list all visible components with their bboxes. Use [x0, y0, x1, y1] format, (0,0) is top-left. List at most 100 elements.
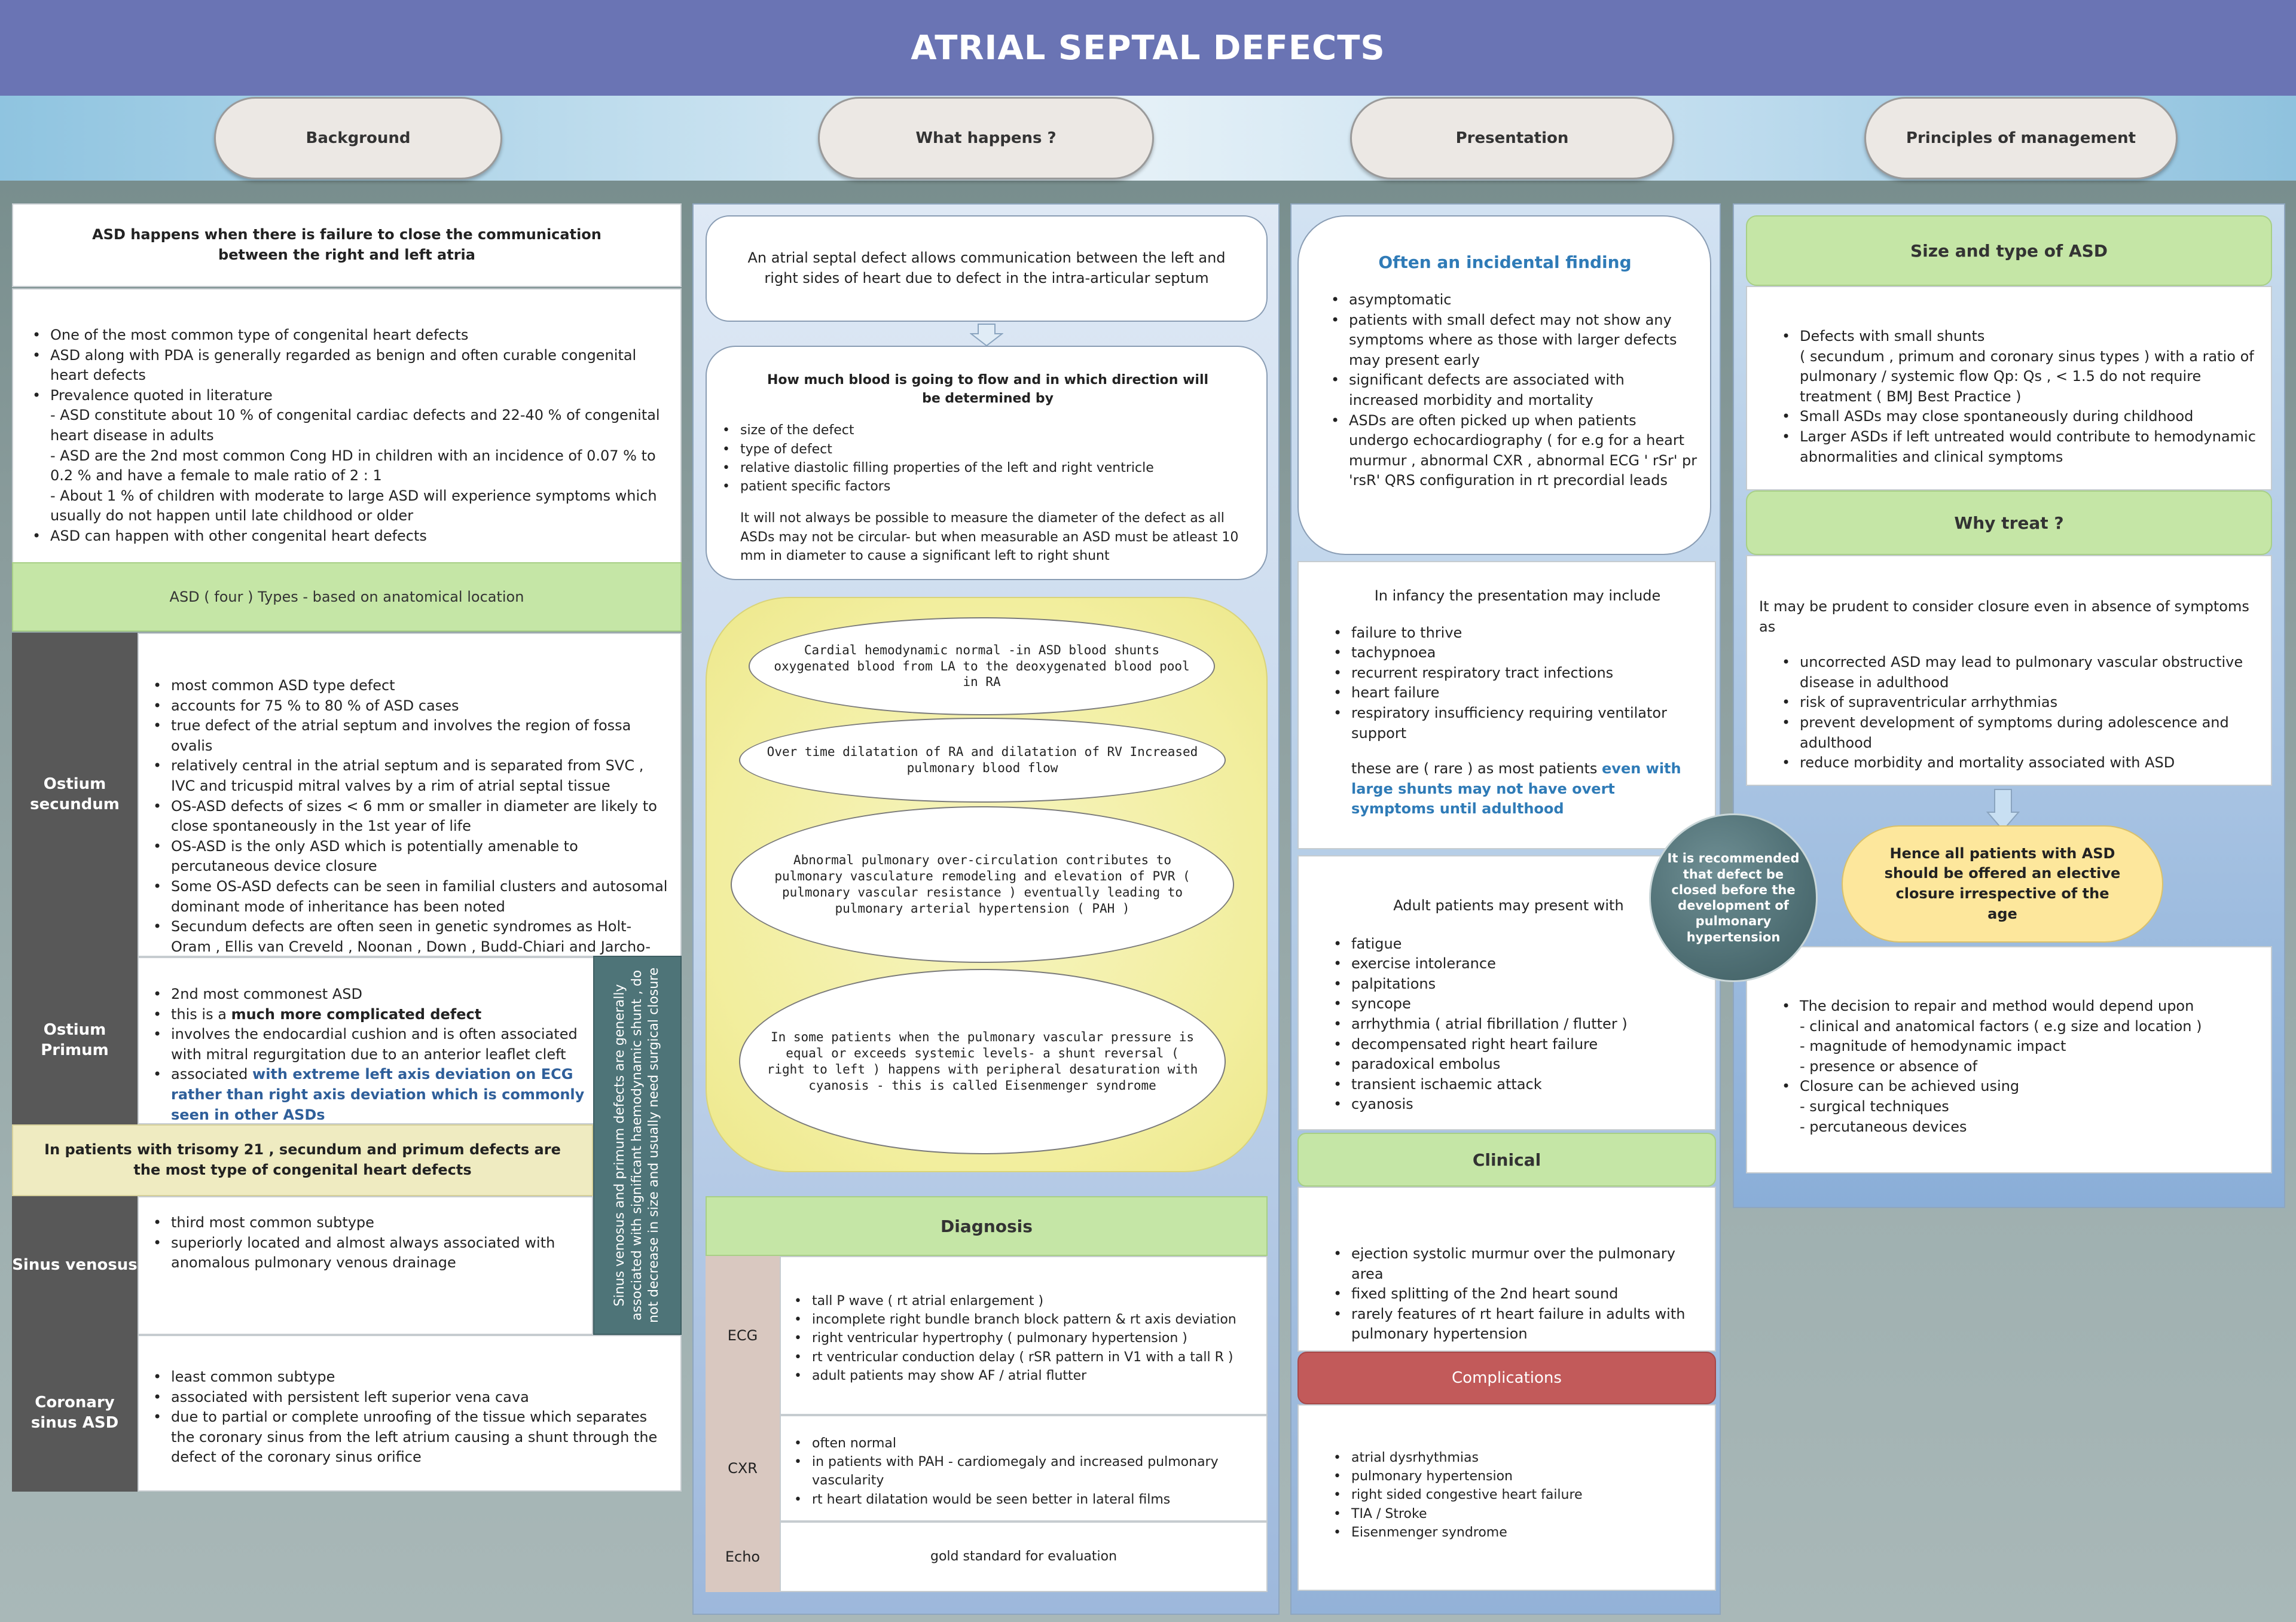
recommendation-circle: It is recommended that defect be closed … — [1649, 813, 1818, 982]
process-step-1: Cardial hemodynamic normal -in ASD blood… — [749, 617, 1215, 715]
why-list: uncorrected ASD may lead to pulmonary va… — [1759, 653, 2259, 773]
echo-content: gold standard for evaluation — [780, 1522, 1268, 1592]
arrow-down-icon — [970, 324, 1003, 347]
adult-title: Adult patients may present with — [1393, 897, 1624, 914]
ecg-list: tall P wave ( rt atrial enlargement ) in… — [793, 1292, 1260, 1385]
list-item: superiorly located and almost always ass… — [152, 1233, 586, 1273]
adult-box: Adult patients may present with fatigue … — [1297, 855, 1716, 1130]
list-item: pulmonary hypertension — [1332, 1467, 1703, 1486]
header-background[interactable]: Background — [214, 97, 502, 179]
header-presentation[interactable]: Presentation — [1350, 97, 1674, 179]
primum-content: 2nd most commonest ASD this is a much mo… — [138, 957, 598, 1124]
list-item: ASD along with PDA is generally regarded… — [31, 346, 662, 386]
background-points: One of the most common type of congenita… — [12, 288, 682, 563]
process-step-4: In some patients when the pulmonary vasc… — [739, 969, 1226, 1154]
list-item: patients with small defect may not show … — [1330, 310, 1698, 371]
clinical-list: ejection systolic murmur over the pulmon… — [1332, 1244, 1703, 1344]
list-item: palpitations — [1332, 974, 1703, 995]
secundum-label: Ostium secundum — [12, 633, 138, 957]
list-item: decompensated right heart failure — [1332, 1035, 1703, 1055]
list-item: due to partial or complete unroofing of … — [152, 1407, 674, 1468]
secundum-list: most common ASD type defect accounts for… — [152, 676, 668, 977]
list-item: reduce morbidity and mortality associate… — [1781, 753, 2259, 773]
coronary-content: least common subtype associated with per… — [138, 1335, 682, 1492]
types-header: ASD ( four ) Types - based on anatomical… — [12, 562, 682, 632]
vertical-note-text: Sinus venosus and primum defects are gen… — [612, 967, 662, 1324]
complications-header: Complications — [1297, 1352, 1716, 1404]
list-item: The decision to repair and method would … — [1781, 996, 2259, 1077]
header-what-happens[interactable]: What happens ? — [818, 97, 1154, 179]
incidental-title: Often an incidental finding — [1378, 252, 1632, 272]
venosus-label: Sinus venosus — [12, 1196, 138, 1335]
list-item: TIA / Stroke — [1332, 1505, 1703, 1523]
list-item: paradoxical embolus — [1332, 1054, 1703, 1075]
list-item: significant defects are associated with … — [1330, 370, 1698, 410]
primum-list: 2nd most commonest ASD this is a much mo… — [152, 984, 597, 1125]
list-item: rt heart dilatation would be seen better… — [793, 1490, 1260, 1509]
what-intro: An atrial septal defect allows communica… — [706, 215, 1268, 322]
hence-note: Hence all patients with ASD should be of… — [1842, 825, 2163, 943]
flow-box: How much blood is going to flow and in w… — [706, 346, 1268, 580]
list-item: One of the most common type of congenita… — [31, 325, 662, 346]
why-header: Why treat ? — [1746, 490, 2272, 555]
list-item: ejection systolic murmur over the pulmon… — [1332, 1244, 1703, 1284]
size-content: Defects with small shunts ( secundum , p… — [1746, 286, 2272, 490]
list-item: most common ASD type defect — [152, 676, 668, 696]
incidental-box: Often an incidental finding asymptomatic… — [1297, 215, 1711, 555]
list-item: Larger ASDs if left untreated would cont… — [1781, 427, 2259, 467]
list-item: Prevalence quoted in literature - ASD co… — [31, 386, 662, 526]
diagnosis-header: Diagnosis — [706, 1196, 1268, 1256]
list-item: rarely features of rt heart failure in a… — [1332, 1304, 1703, 1344]
list-item: 2nd most commonest ASD — [152, 984, 597, 1005]
background-intro-text: ASD happens when there is failure to clo… — [92, 226, 602, 263]
list-item: this is a much more complicated defect — [152, 1005, 597, 1025]
list-item: transient ischaemic attack — [1332, 1075, 1703, 1095]
list-item: often normal — [793, 1434, 1260, 1453]
echo-text: gold standard for evaluation — [930, 1549, 1118, 1565]
trisomy-note: In patients with trisomy 21 , secundum a… — [12, 1124, 593, 1196]
size-detail: ( secundum , primum and coronary sinus t… — [1800, 347, 2254, 405]
list-item: arrhythmia ( atrial fibrillation / flutt… — [1332, 1014, 1703, 1035]
list-item: fixed splitting of the 2nd heart sound — [1332, 1284, 1703, 1304]
list-item: involves the endocardial cushion and is … — [152, 1025, 597, 1065]
secundum-content: most common ASD type defect accounts for… — [138, 633, 682, 975]
primum-label: Ostium Primum — [12, 957, 138, 1124]
coronary-list: least common subtype associated with per… — [152, 1367, 674, 1468]
process-step-2: Over time dilatation of RA and dilatatio… — [739, 718, 1226, 803]
decision-sub: - magnitude of hemodynamic impact — [1800, 1038, 2066, 1055]
decision-sub: - surgical techniques — [1800, 1097, 1949, 1115]
list-item: tachypnoea — [1332, 643, 1703, 663]
prevalence-detail: - ASD are the 2nd most common Cong HD in… — [50, 447, 656, 484]
complications-content: atrial dysrhythmias pulmonary hypertensi… — [1297, 1404, 1716, 1591]
list-item: rt ventricular conduction delay ( rSR pa… — [793, 1348, 1260, 1367]
incidental-list: asymptomatic patients with small defect … — [1330, 290, 1698, 491]
page-title: ATRIAL SEPTAL DEFECTS — [911, 28, 1385, 68]
infancy-list: failure to thrive tachypnoea recurrent r… — [1332, 623, 1703, 744]
list-item: Defects with small shunts ( secundum , p… — [1781, 327, 2259, 407]
list-item: failure to thrive — [1332, 623, 1703, 644]
venosus-list: third most common subtype superiorly loc… — [152, 1213, 586, 1273]
complications-list: atrial dysrhythmias pulmonary hypertensi… — [1332, 1449, 1703, 1542]
list-item: right sided congestive heart failure — [1332, 1486, 1703, 1504]
list-item: incomplete right bundle branch block pat… — [793, 1310, 1260, 1329]
infancy-title: In infancy the presentation may include — [1374, 587, 1661, 604]
list-item: asymptomatic — [1330, 290, 1698, 310]
list-item: OS-ASD defects of sizes < 6 mm or smalle… — [152, 797, 668, 837]
cxr-label: CXR — [706, 1415, 780, 1522]
prevalence-detail: - About 1 % of children with moderate to… — [50, 487, 657, 525]
what-intro-text: An atrial septal defect allows communica… — [747, 249, 1226, 286]
list-item: Some OS-ASD defects can be seen in famil… — [152, 877, 668, 917]
flow-list: size of the defect type of defect relati… — [721, 421, 1254, 496]
list-item: associated with persistent left superior… — [152, 1388, 674, 1408]
header-principles[interactable]: Principles of management — [1864, 97, 2178, 179]
size-list: Defects with small shunts ( secundum , p… — [1781, 327, 2259, 467]
background-list: One of the most common type of congenita… — [31, 325, 662, 547]
infancy-box: In infancy the presentation may include … — [1297, 561, 1716, 849]
list-item: adult patients may show AF / atrial flut… — [793, 1367, 1260, 1385]
list-item: type of defect — [721, 440, 1254, 459]
prevalence-detail: - ASD constitute about 10 % of congenita… — [50, 407, 660, 444]
coronary-label: Coronary sinus ASD — [12, 1335, 138, 1492]
list-item: exercise intolerance — [1332, 954, 1703, 974]
why-content: It may be prudent to consider closure ev… — [1746, 555, 2272, 786]
list-item: size of the defect — [721, 421, 1254, 440]
